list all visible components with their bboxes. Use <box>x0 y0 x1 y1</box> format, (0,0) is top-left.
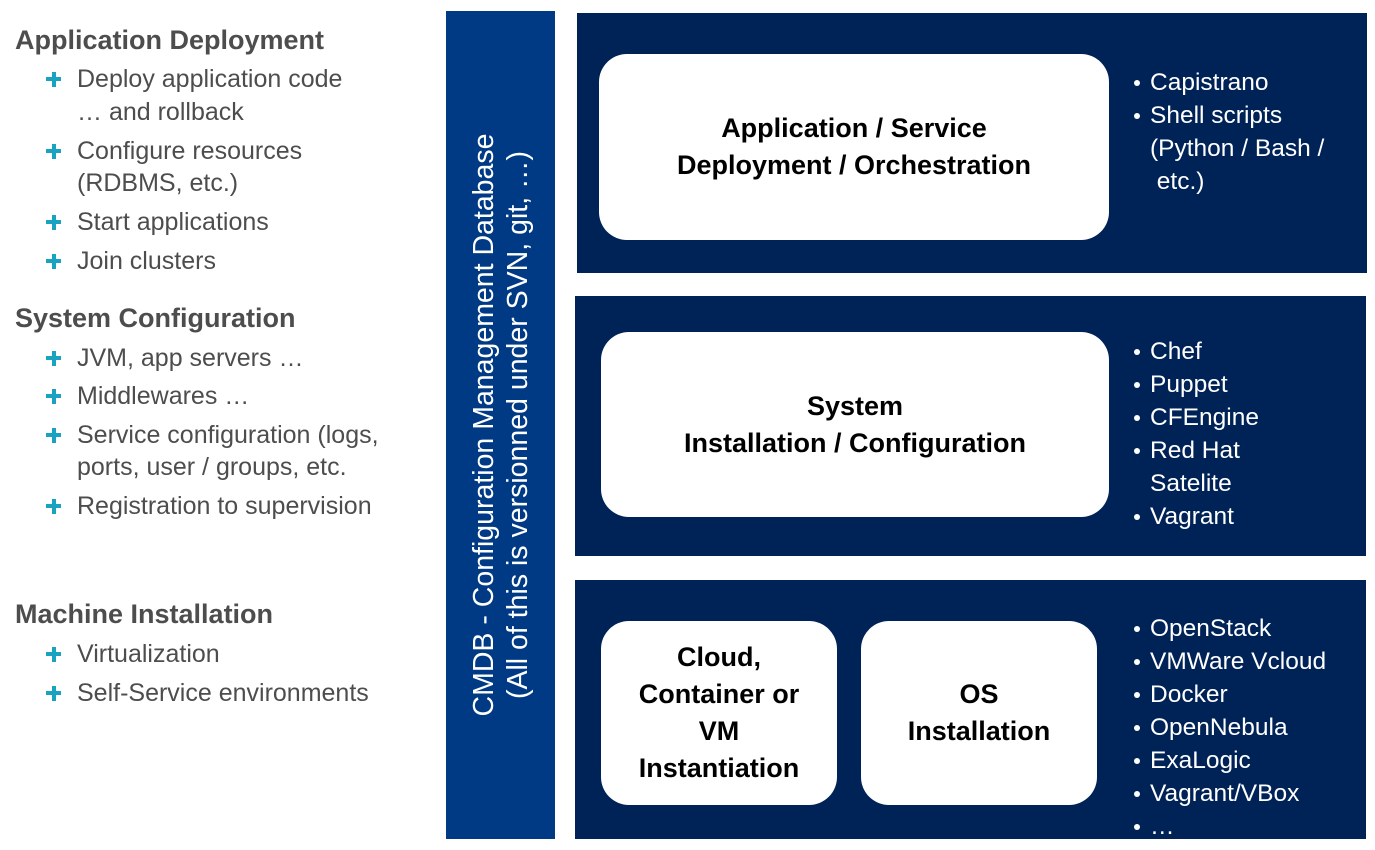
tool-item: Shell scripts <box>1132 99 1324 132</box>
bullet-icon <box>1134 113 1140 119</box>
box-text-line: OS <box>959 679 999 709</box>
box-text-line: Application / Service <box>721 113 987 143</box>
layer-box-app-deployment: Application / Service Deployment / Orche… <box>599 54 1109 240</box>
cmdb-bar: CMDB - Configuration Management Database… <box>446 11 555 839</box>
box-text-line: System <box>806 390 904 421</box>
tool-item: Docker <box>1132 678 1326 711</box>
list-item-text: Deploy application code <box>77 65 343 93</box>
plus-icon <box>44 638 62 671</box>
plus-icon <box>44 135 62 168</box>
plus-icon <box>44 677 62 710</box>
box-text-line: Deployment / Orchestration <box>676 150 1032 180</box>
box-text-line: Instantiation <box>638 753 800 783</box>
list-item-text: (RDBMS, etc.) <box>77 169 239 197</box>
list-item-text: Configure resources <box>77 137 303 165</box>
bullet-icon <box>1134 80 1140 86</box>
tool-item-continuation: etc.) <box>1150 168 1205 195</box>
list-item-text: Service configuration (logs, <box>77 421 379 449</box>
list-item-text: JVM, app servers … <box>77 344 304 372</box>
tool-item: ExaLogic <box>1132 744 1326 777</box>
tool-item: OpenStack <box>1132 612 1326 645</box>
layer-panel-machine-installation: Cloud, Container or VM Instantiation OS … <box>575 580 1366 839</box>
bullet-icon <box>1134 448 1140 454</box>
bullet-icon <box>1134 791 1140 797</box>
list-item-text: ports, user / groups, etc. <box>77 453 347 481</box>
tool-item: … <box>1132 810 1326 839</box>
tool-item: Vagrant <box>1132 500 1259 533</box>
plus-icon <box>44 63 62 96</box>
tool-list: Capistrano Shell scripts (Python / Bash … <box>1132 66 1324 198</box>
list-item-text: Start applications <box>77 208 269 236</box>
tool-item: Capistrano <box>1132 66 1324 99</box>
list-item-text: Virtualization <box>77 640 220 668</box>
tool-item: Vagrant/VBox <box>1132 777 1326 810</box>
tool-list: Chef Puppet CFEngine Red Hat Satelite Va… <box>1132 335 1259 533</box>
plus-icon <box>44 490 62 523</box>
layer-panel-deployment: Application / Service Deployment / Orche… <box>577 13 1367 273</box>
section-title-system-configuration: System Configuration <box>15 303 296 333</box>
tool-item: Puppet <box>1132 368 1259 401</box>
bullet-icon <box>1134 725 1140 731</box>
left-column: Application Deployment Deploy applicatio… <box>0 0 440 850</box>
tool-item-continuation: Satelite <box>1150 470 1232 497</box>
bullet-icon <box>1134 514 1140 520</box>
box-text-line: Installation / Configuration <box>684 427 1026 458</box>
cmdb-label: CMDB - Configuration Management Database… <box>467 134 535 717</box>
box-text-line: Installation <box>907 716 1051 746</box>
bullet-icon <box>1134 626 1140 632</box>
plus-icon <box>44 245 62 278</box>
list-item-text: Join clusters <box>77 247 216 275</box>
layer-box-os-installation: OS Installation <box>861 621 1097 805</box>
bullet-icon <box>1134 382 1140 388</box>
cmdb-subtitle: (All of this is versionned under SVN, gi… <box>501 150 534 700</box>
plus-icon <box>44 419 62 452</box>
section-title-application-deployment: Application Deployment <box>15 25 325 55</box>
list-item-text: … and rollback <box>77 98 244 126</box>
plus-icon <box>44 342 62 375</box>
list-item-text: Registration to supervision <box>77 492 372 520</box>
tool-item: VMWare Vcloud <box>1132 645 1326 678</box>
bullet-icon <box>1134 415 1140 421</box>
tool-list: OpenStack VMWare Vcloud Docker OpenNebul… <box>1132 612 1326 839</box>
plus-icon <box>44 206 62 239</box>
cmdb-title: CMDB - Configuration Management Database <box>467 133 500 717</box>
list-item-text: Self-Service environments <box>77 679 369 707</box>
tool-item-continuation: (Python / Bash / <box>1150 135 1325 162</box>
list-item-text: Middlewares … <box>77 382 250 410</box>
section-title-machine-installation: Machine Installation <box>15 599 274 629</box>
bullet-icon <box>1134 349 1140 355</box>
bullet-icon <box>1134 824 1140 830</box>
layer-box-system-installation: System Installation / Configuration <box>601 332 1109 517</box>
bullet-icon <box>1134 692 1140 698</box>
tool-item: Red Hat <box>1132 434 1259 467</box>
layer-box-cloud-instantiation: Cloud, Container or VM Instantiation <box>601 621 837 805</box>
layer-panel-system-config: System Installation / Configuration Chef… <box>575 296 1366 556</box>
bullet-icon <box>1134 659 1140 665</box>
tool-item: CFEngine <box>1132 401 1259 434</box>
tool-item: Chef <box>1132 335 1259 368</box>
bullet-icon <box>1134 758 1140 764</box>
tool-item: OpenNebula <box>1132 711 1326 744</box>
plus-icon <box>44 380 62 413</box>
box-text-line: Container or <box>638 679 800 709</box>
box-text-line: Cloud, <box>677 642 761 672</box>
box-text-line: VM <box>698 716 740 746</box>
